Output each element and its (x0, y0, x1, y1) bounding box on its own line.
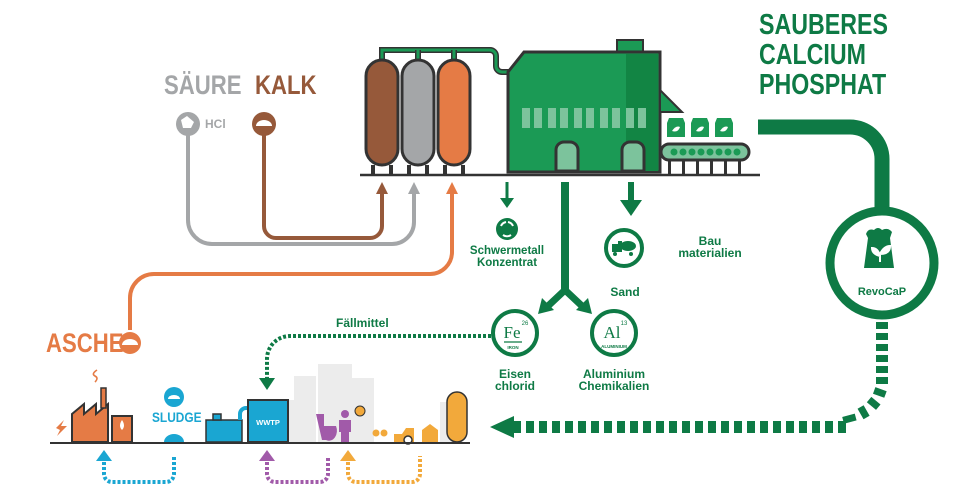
wwtp-plant: WWTP (205, 399, 289, 443)
product-title-line-2: CALCIUM (759, 39, 866, 71)
revocap-badge (825, 206, 939, 320)
household-cycle-arrowhead (259, 450, 275, 461)
factory-icon (56, 369, 133, 443)
lime-label: KALK (255, 70, 317, 100)
aluminium-element-icon: Al 13 ALUMINIUM (590, 309, 638, 357)
building-line-1: Bau (698, 234, 722, 248)
processing-plant (360, 39, 760, 177)
tank-acid (400, 58, 436, 175)
fertilizer-bag-icon (691, 118, 709, 137)
toilet-icon (316, 414, 337, 441)
aluminium-line-2: Chemikalien (578, 379, 650, 394)
farm-cycle-arrowhead (340, 450, 356, 461)
farm-icons (372, 391, 468, 445)
sludge-icon (164, 387, 184, 442)
product-return-line (842, 322, 888, 424)
household-cycle-line (265, 456, 330, 484)
sand-label: Sand (610, 285, 640, 299)
person-icon (339, 405, 366, 444)
precipitant-arrowhead (259, 378, 275, 390)
aluminium-symbol: Al (604, 323, 621, 342)
heavy-metal-arrow (500, 182, 514, 208)
iron-line-1: Eisen (498, 367, 531, 381)
fertilizer-bag-icon (715, 118, 733, 137)
product-title-line-3: PHOSPHAT (759, 69, 887, 101)
building-line-2: materialien (678, 246, 742, 261)
acid-feed-line (186, 128, 420, 246)
iron-name: IRON (507, 345, 518, 350)
tank-pipes (379, 47, 510, 75)
iron-line-2: chlorid (494, 379, 535, 394)
fertilizer-bag-icon (667, 118, 685, 137)
precipitant-label: Fällmittel (336, 316, 389, 330)
lime-icon (252, 112, 276, 136)
aluminium-line-1: Aluminium (583, 367, 645, 381)
sand-arrow (620, 182, 642, 216)
aluminium-chemicals-label: Aluminium Chemikalien (572, 367, 656, 394)
product-return-arrowhead (490, 416, 514, 438)
revocap-label: RevoCaP (857, 286, 907, 298)
dashed-flow-segment (346, 456, 422, 484)
metal-flow-line (538, 182, 592, 314)
product-title: SAUBERES CALCIUM PHOSPHAT (759, 10, 920, 100)
iron-chloride-label: Eisen chlorid (488, 367, 542, 394)
lime-feed-line (262, 128, 388, 240)
aluminium-number: 13 (621, 321, 628, 327)
product-title-line-1: SAUBERES (759, 9, 888, 41)
conveyor-belt (659, 142, 751, 174)
iron-number: 26 (522, 321, 529, 327)
dashed-flow-segment (265, 334, 491, 378)
product-flow-line (758, 119, 890, 210)
sludge-cycle-arrowhead (96, 450, 112, 461)
ash-label: ASCHE (46, 328, 124, 358)
heavy-metal-line-2: Konzentrat (476, 256, 538, 269)
dashed-flow-segment (265, 456, 330, 484)
ash-feed-line (128, 182, 458, 330)
acid-label: SÄURE (164, 70, 242, 100)
tank-lime (364, 58, 400, 175)
aluminium-name: ALUMINIUM (601, 344, 627, 349)
iron-element-icon: Fe 26 IRON (491, 309, 539, 357)
heavy-metal-label: Schwermetall Konzentrat (464, 245, 550, 269)
dashed-flow-segment (102, 456, 176, 484)
sludge-cycle-line (102, 456, 176, 484)
heavy-metal-icon (496, 218, 518, 240)
precipitant-flow-line (265, 334, 491, 378)
wwtp-label: WWTP (256, 418, 280, 427)
acid-icon (176, 112, 200, 136)
acid-chemical-label: HCl (205, 117, 226, 131)
iron-symbol: Fe (504, 323, 521, 342)
sludge-label: SLUDGE (152, 409, 202, 425)
farm-cycle-line (346, 456, 422, 484)
ash-icon (119, 332, 141, 354)
heavy-metal-line-1: Schwermetall (469, 245, 545, 257)
tank-ash (436, 58, 472, 175)
sand-mixer-icon (604, 228, 644, 268)
building-materials-label: Bau materialien (670, 234, 750, 261)
